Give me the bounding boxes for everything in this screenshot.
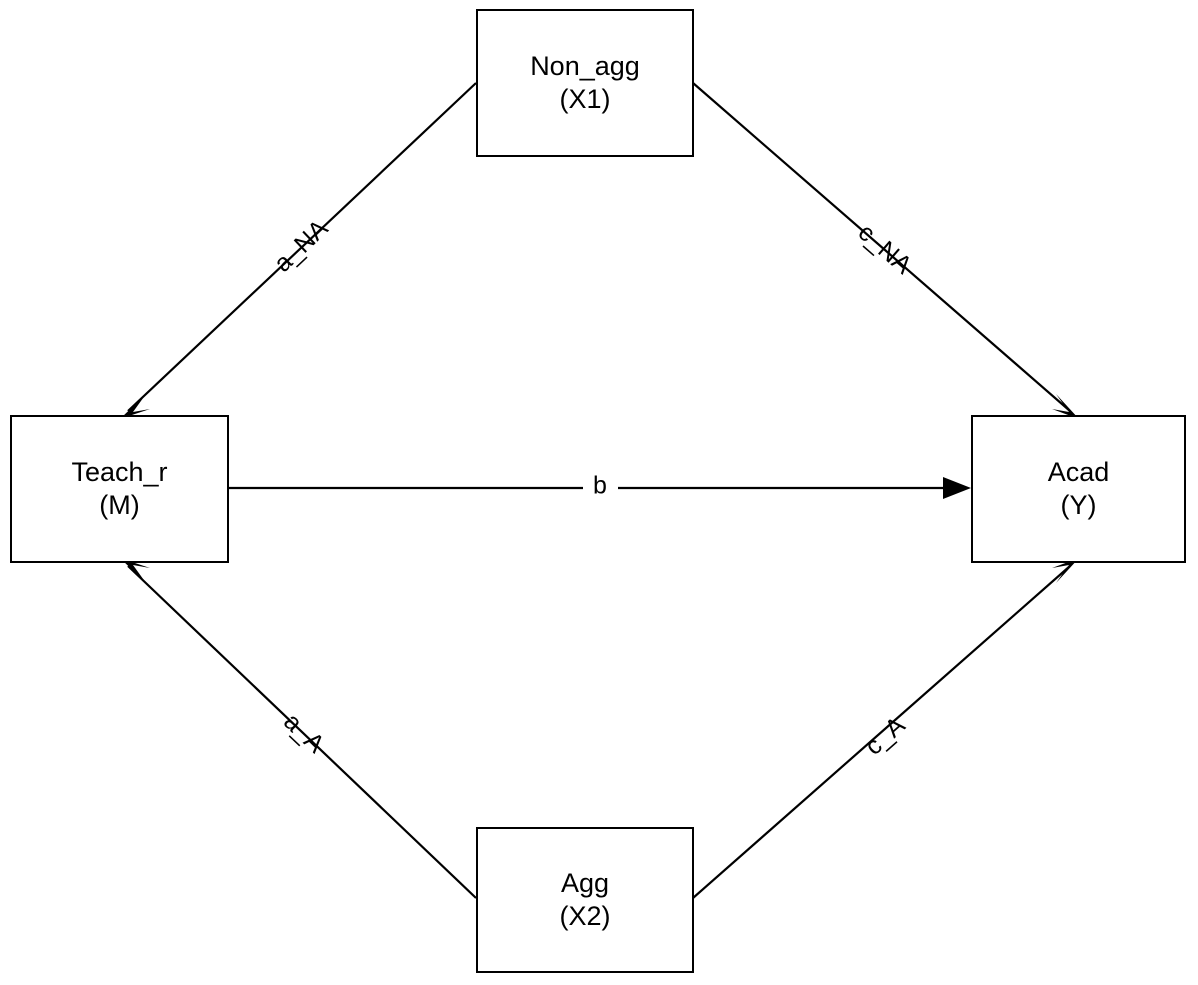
edge-a-na-label: a_NA bbox=[269, 214, 334, 277]
node-agg-name: Agg bbox=[560, 868, 610, 899]
node-agg-x2[interactable]: Agg (X2) bbox=[476, 827, 694, 973]
node-agg-role: (X2) bbox=[559, 901, 611, 931]
edge-b-arrowhead bbox=[943, 477, 971, 499]
edge-c-a-label: c_A bbox=[860, 711, 911, 761]
edge-c-a: c_A bbox=[692, 558, 1079, 899]
edge-a-na-arrowhead bbox=[120, 394, 150, 419]
edge-a-na: a_NA bbox=[120, 82, 477, 419]
edge-a-a: a_A bbox=[120, 558, 477, 899]
node-teach-r-role: (M) bbox=[99, 490, 140, 520]
edge-c-na-line bbox=[692, 82, 1071, 412]
edge-b-label: b bbox=[593, 472, 607, 500]
node-teach-r-name: Teach_r bbox=[71, 457, 168, 488]
edge-a-a-line bbox=[127, 565, 477, 899]
edge-a-a-arrowhead bbox=[120, 558, 150, 583]
node-non-agg-role: (X1) bbox=[559, 84, 611, 114]
edge-c-na-arrowhead bbox=[1052, 394, 1079, 419]
node-acad-y[interactable]: Acad (Y) bbox=[971, 415, 1186, 563]
edge-c-a-arrowhead bbox=[1052, 558, 1079, 583]
node-non-agg-name: Non_agg bbox=[530, 51, 640, 82]
edge-a-na-line bbox=[127, 82, 477, 412]
node-teach-r-m[interactable]: Teach_r (M) bbox=[10, 415, 229, 563]
edge-b: b bbox=[228, 472, 971, 500]
edge-c-na: c_NA bbox=[692, 82, 1079, 419]
node-acad-name: Acad bbox=[1047, 457, 1110, 488]
node-non-agg-x1[interactable]: Non_agg (X1) bbox=[476, 9, 694, 157]
node-acad-role: (Y) bbox=[1060, 490, 1097, 520]
edge-c-a-line bbox=[692, 565, 1071, 899]
